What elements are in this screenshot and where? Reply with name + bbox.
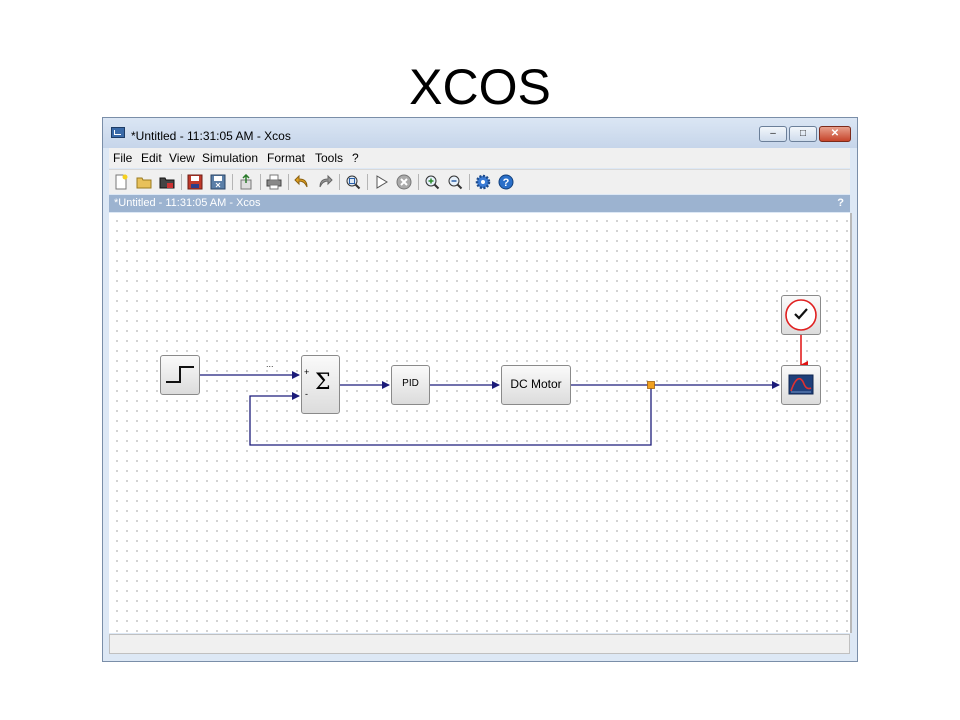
tab-title: *Untitled - 11:31:05 AM - Xcos [114, 197, 261, 209]
step-block[interactable] [160, 355, 200, 395]
feedback-link[interactable] [249, 385, 652, 446]
menu-tools[interactable]: Tools [315, 151, 344, 165]
xcos-app-icon [111, 127, 125, 138]
xcos-window: *Untitled - 11:31:05 AM - Xcos – □ ✕ Fil… [102, 117, 858, 662]
open-in-scilab-icon[interactable] [159, 174, 175, 190]
sigma-symbol: Σ [315, 370, 331, 395]
clock-block[interactable] [781, 295, 821, 335]
minimize-button[interactable]: – [759, 126, 787, 142]
maximize-button[interactable]: □ [789, 126, 817, 142]
menu-file[interactable]: File [113, 151, 133, 165]
diagram-tab[interactable]: *Untitled - 11:31:05 AM - Xcos ? [109, 195, 850, 212]
menu-view[interactable]: View [169, 151, 195, 165]
window-title: *Untitled - 11:31:05 AM - Xcos [131, 129, 291, 143]
scope-icon [788, 374, 814, 395]
save-icon[interactable] [187, 174, 203, 190]
menu-help[interactable]: ? [352, 151, 359, 165]
new-diagram-icon[interactable] [113, 174, 129, 190]
menu-edit[interactable]: Edit [141, 151, 162, 165]
close-button[interactable]: ✕ [819, 126, 851, 142]
stop-icon[interactable] [396, 174, 412, 190]
sum-minus-port-label: - [305, 389, 308, 399]
zoom-out-icon[interactable] [447, 174, 463, 190]
toolbar: ? [109, 169, 850, 194]
sum-block[interactable]: + - Σ [301, 355, 340, 414]
diagram-links [200, 333, 808, 446]
clock-icon [785, 299, 817, 331]
print-icon[interactable] [266, 174, 282, 190]
dc-motor-block[interactable]: DC Motor [501, 365, 571, 405]
sum-ellipsis: ... [266, 359, 274, 369]
setup-icon[interactable] [475, 174, 491, 190]
dc-motor-label: DC Motor [510, 377, 562, 391]
step-function-icon [166, 366, 194, 383]
save-as-icon[interactable] [210, 174, 226, 190]
open-icon[interactable] [136, 174, 152, 190]
pid-label: PID [402, 378, 419, 389]
status-bar [109, 634, 850, 654]
export-icon[interactable] [238, 174, 254, 190]
menu-format[interactable]: Format [267, 151, 306, 165]
undo-icon[interactable] [294, 174, 310, 190]
start-icon[interactable] [373, 174, 389, 190]
split-point[interactable] [647, 381, 655, 389]
slide-title: XCOS [409, 59, 551, 115]
pid-block[interactable]: PID [391, 365, 430, 405]
sum-plus-port-label: + [304, 367, 310, 377]
title-bar: *Untitled - 11:31:05 AM - Xcos – □ ✕ [103, 118, 857, 148]
diagram-canvas[interactable]: + - Σ ... PID DC Motor [109, 213, 852, 633]
scope-block[interactable] [781, 365, 821, 405]
redo-icon[interactable] [317, 174, 333, 190]
tab-help-button[interactable]: ? [837, 197, 844, 209]
menu-bar: File Edit View Simulation Format Tools ? [109, 148, 850, 168]
zoom-in-icon[interactable] [424, 174, 440, 190]
menu-simulation[interactable]: Simulation [202, 151, 259, 165]
help-icon[interactable]: ? [498, 174, 514, 190]
svg-text:?: ? [503, 177, 510, 189]
fit-diagram-icon[interactable] [345, 174, 361, 190]
